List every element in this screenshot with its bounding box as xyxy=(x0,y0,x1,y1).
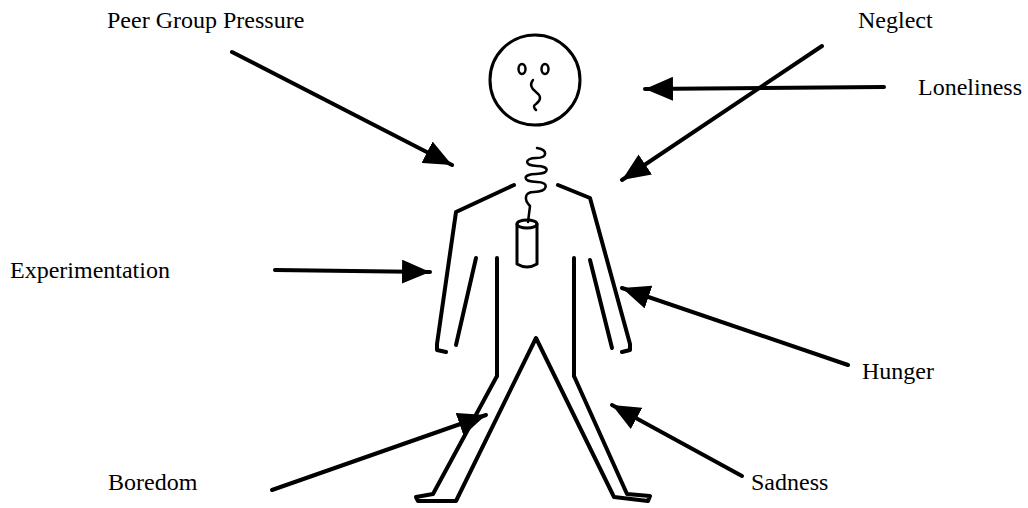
eye xyxy=(542,64,549,74)
leader-arrow xyxy=(622,46,822,180)
leader-arrow xyxy=(645,87,884,89)
label-holder: Boredom xyxy=(108,468,197,497)
torso-left xyxy=(495,258,499,376)
leader-arrow xyxy=(275,270,430,272)
label-holder: Loneliness xyxy=(918,73,1022,102)
leader-arrow xyxy=(622,288,848,365)
stick-figure xyxy=(416,35,650,501)
legs xyxy=(416,338,650,501)
label-holder: Experimentation xyxy=(10,256,170,285)
nose xyxy=(531,80,540,110)
leader-arrow xyxy=(612,405,742,476)
cause-label: Neglect xyxy=(858,6,933,35)
can xyxy=(517,224,537,267)
leader-arrows xyxy=(232,46,884,490)
cause-label: Boredom xyxy=(108,468,197,497)
label-holder: Peer Group Pressure xyxy=(107,6,304,35)
label-holder: Sadness xyxy=(751,468,828,497)
can-top xyxy=(517,220,537,228)
left-arm-inner xyxy=(456,258,476,345)
cause-label: Hunger xyxy=(862,357,934,386)
leader-arrow xyxy=(232,52,452,165)
left-arm xyxy=(437,185,514,352)
torso-right xyxy=(572,258,576,376)
label-holder: Neglect xyxy=(858,6,933,35)
eye xyxy=(519,64,526,74)
cause-label: Sadness xyxy=(751,468,828,497)
straw xyxy=(526,148,547,222)
cause-label: Peer Group Pressure xyxy=(107,6,304,35)
label-holder: Hunger xyxy=(862,357,934,386)
cause-label: Experimentation xyxy=(10,256,170,285)
head xyxy=(490,35,580,125)
right-arm xyxy=(558,185,630,352)
cause-label: Loneliness xyxy=(918,73,1022,102)
